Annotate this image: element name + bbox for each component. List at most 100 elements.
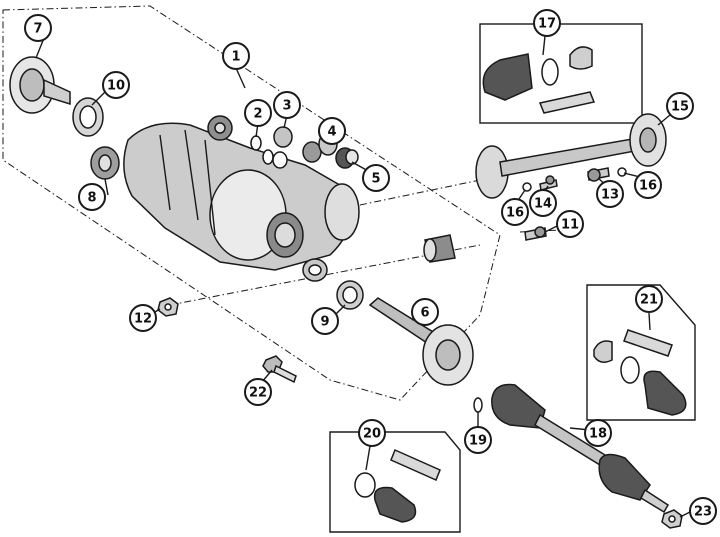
callout-circle	[311, 307, 339, 335]
callout-number: 10	[107, 79, 125, 94]
callout-circle	[244, 99, 272, 127]
bolt-11	[524, 226, 547, 241]
drive-flange-7	[9, 56, 71, 114]
callout-c11: 11	[556, 210, 584, 238]
callout-number: 2	[253, 107, 262, 122]
callout-circle	[635, 285, 663, 313]
boot-kit-box-20	[329, 431, 461, 533]
callout-c13: 13	[596, 180, 624, 208]
callout-circle	[318, 117, 346, 145]
boot-20	[373, 486, 417, 523]
seal-10	[72, 97, 104, 137]
bearing-8	[90, 146, 120, 180]
callout-c5: 5	[362, 164, 390, 192]
bolt-22	[262, 355, 297, 384]
boot-kit-box-21	[586, 284, 696, 421]
callout-c15: 15	[666, 92, 694, 120]
callout-circle	[78, 183, 106, 211]
callout-number: 14	[534, 197, 552, 212]
grease-tube-20	[390, 448, 441, 482]
differential-housing	[123, 122, 360, 271]
callout-c9: 9	[311, 307, 339, 335]
stub-shaft-6	[368, 297, 474, 386]
callout-number: 13	[601, 188, 619, 203]
callout-number: 19	[469, 434, 487, 449]
callout-number: 12	[134, 312, 152, 327]
callout-circle	[666, 92, 694, 120]
rubber-mount	[423, 234, 456, 263]
callout-number: 7	[33, 22, 42, 37]
callout-number: 17	[538, 17, 556, 32]
callout-c14: 14	[529, 189, 557, 217]
callout-c8: 8	[78, 183, 106, 211]
bolt-14	[539, 175, 558, 191]
callout-circle	[102, 71, 130, 99]
callout-circle	[464, 426, 492, 454]
circlip-19	[473, 397, 483, 413]
callout-c17: 17	[533, 9, 561, 37]
callout-number: 18	[589, 427, 607, 442]
callout-number: 9	[320, 315, 329, 330]
seal-ring-9	[336, 280, 364, 310]
callout-circle	[222, 42, 250, 70]
clamp-17	[569, 46, 593, 70]
callout-circle	[533, 9, 561, 37]
callout-number: 6	[420, 306, 429, 321]
grease-tube-21	[623, 329, 673, 357]
callout-c16a: 16	[501, 198, 529, 226]
callout-c7: 7	[24, 14, 52, 42]
bolt-13	[587, 167, 610, 182]
callout-number: 16	[506, 206, 524, 221]
clamp-ring-20	[354, 472, 376, 498]
boot-17	[482, 53, 533, 101]
callout-c10: 10	[102, 71, 130, 99]
callout-c12: 12	[129, 304, 157, 332]
callout-c1: 1	[222, 42, 250, 70]
callout-circle	[501, 198, 529, 226]
callout-number: 23	[694, 505, 712, 520]
callout-c4: 4	[318, 117, 346, 145]
callout-circle	[556, 210, 584, 238]
drive-axle-18	[491, 383, 670, 514]
bushing-3	[272, 126, 293, 169]
callout-c2: 2	[244, 99, 272, 127]
washer-16-left	[522, 182, 532, 192]
callout-number: 15	[671, 100, 689, 115]
callout-number: 3	[282, 99, 291, 114]
callout-number: 8	[87, 191, 96, 206]
bearing-upper	[207, 115, 233, 141]
washer-5	[335, 147, 359, 169]
callout-c6: 6	[411, 298, 439, 326]
callout-circle	[362, 164, 390, 192]
boot-21	[643, 370, 687, 416]
callout-number: 1	[231, 50, 240, 65]
clamp-21	[593, 340, 613, 363]
clamp-ring-21	[620, 356, 640, 384]
callout-circle	[411, 298, 439, 326]
callout-c19: 19	[464, 426, 492, 454]
callout-circle	[634, 171, 662, 199]
callout-number: 20	[363, 427, 381, 442]
grease-tube-17	[538, 91, 596, 114]
callout-circle	[529, 189, 557, 217]
callout-c16b: 16	[634, 171, 662, 199]
callout-circle	[358, 419, 386, 447]
callout-circle	[129, 304, 157, 332]
callout-circle	[273, 91, 301, 119]
nut-23	[661, 509, 683, 529]
callout-c22: 22	[244, 378, 272, 406]
callout-number: 4	[327, 125, 336, 140]
callout-number: 11	[561, 218, 579, 233]
washer-16-right	[617, 167, 627, 177]
callout-circle	[584, 419, 612, 447]
output-seal	[302, 258, 328, 282]
callout-circle	[24, 14, 52, 42]
callout-c21: 21	[635, 285, 663, 313]
callout-number: 21	[640, 293, 658, 308]
propeller-shaft-15	[475, 113, 667, 199]
callout-c20: 20	[358, 419, 386, 447]
nut-12	[157, 297, 179, 317]
